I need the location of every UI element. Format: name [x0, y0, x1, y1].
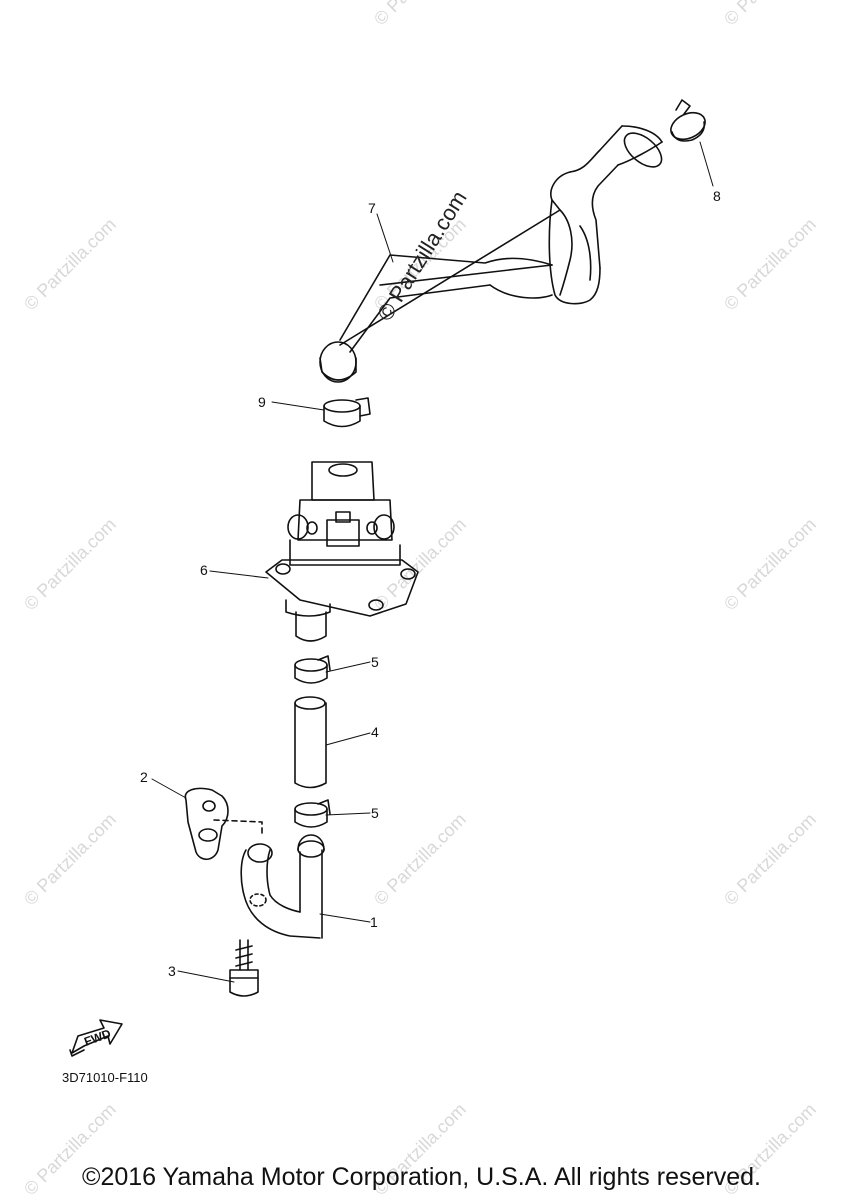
part-8-clamp[interactable]: [667, 99, 710, 144]
fwd-arrow-icon: [69, 1019, 123, 1057]
callout-8[interactable]: 8: [713, 188, 721, 204]
part-2-gasket[interactable]: [184, 787, 263, 861]
part-5-clamp-upper[interactable]: [294, 655, 331, 684]
part-4-hose[interactable]: [294, 696, 327, 789]
callout-5-lower[interactable]: 5: [371, 805, 379, 821]
part-3-bolt[interactable]: [229, 939, 259, 997]
callout-7[interactable]: 7: [368, 200, 376, 216]
diagram-code: 3D71010-F110: [62, 1070, 148, 1085]
part-9-clamp[interactable]: [323, 397, 371, 428]
leader-lines: [151, 141, 714, 983]
part-7-air-hose[interactable]: [319, 125, 668, 383]
copyright-notice: ©2016 Yamaha Motor Corporation, U.S.A. A…: [82, 1163, 761, 1191]
part-1-air-pipe[interactable]: [240, 834, 325, 939]
callout-5-upper[interactable]: 5: [371, 654, 379, 670]
part-6-solenoid-valve[interactable]: [265, 461, 419, 642]
callout-3[interactable]: 3: [168, 963, 176, 979]
callout-4[interactable]: 4: [371, 724, 379, 740]
callout-1[interactable]: 1: [370, 914, 378, 930]
fwd-label: FWD: [82, 1026, 113, 1049]
callout-9[interactable]: 9: [258, 394, 266, 410]
part-5-clamp-lower[interactable]: [294, 799, 331, 828]
callout-6[interactable]: 6: [200, 562, 208, 578]
callout-2[interactable]: 2: [140, 769, 148, 785]
